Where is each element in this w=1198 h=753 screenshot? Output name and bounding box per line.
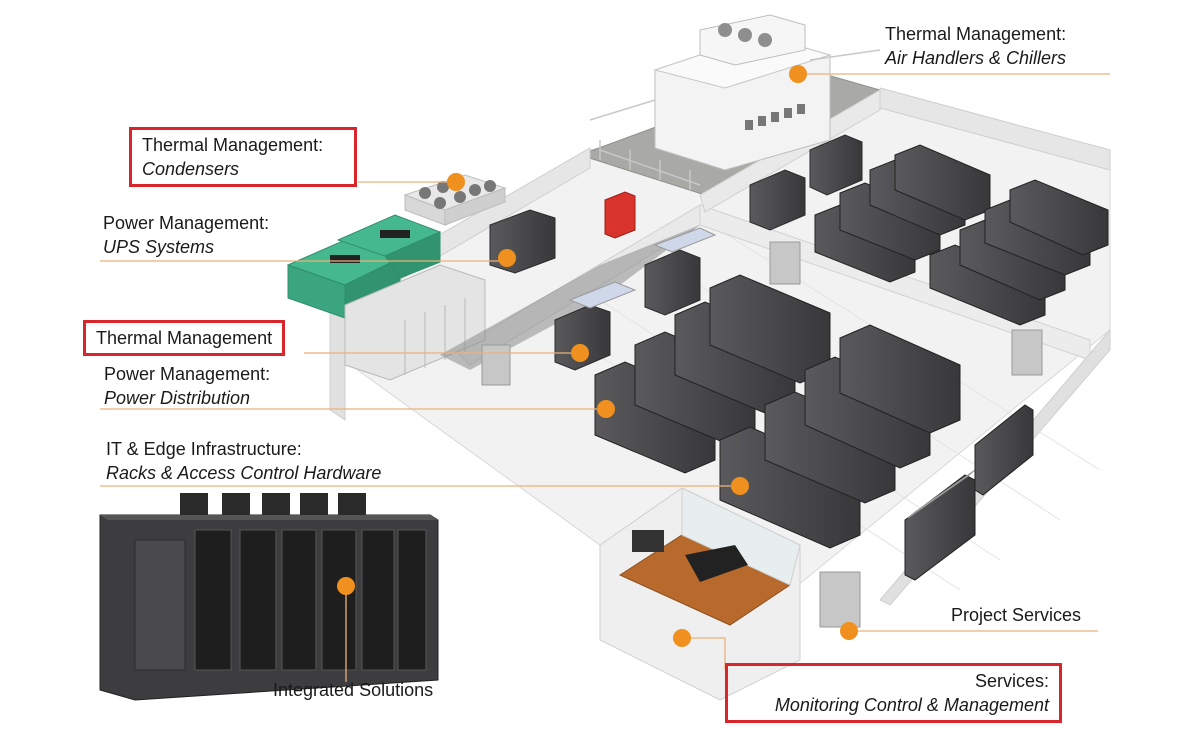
label-services: Services: Monitoring Control & Managemen… [725, 663, 1062, 723]
marker-air-handlers [789, 65, 807, 83]
marker-condensers [447, 173, 465, 191]
label-project-services: Project Services [951, 603, 1081, 627]
label-thermal: Thermal Management [83, 320, 286, 356]
perimeter-cooling-units [904, 404, 1034, 581]
label-air-handlers-title: Thermal Management: [885, 24, 1067, 44]
cooling-units [554, 134, 863, 371]
generators [286, 214, 442, 319]
label-power-distribution-title: Power Management: [104, 364, 271, 384]
label-power-distribution: Power Management: Power Distribution [104, 362, 270, 410]
fire-suppression-unit [604, 191, 636, 239]
server-racks-back-hall [814, 144, 1109, 326]
label-air-handlers: Thermal Management: Air Handlers & Chill… [885, 22, 1066, 70]
label-racks-subtitle: Racks & Access Control Hardware [106, 463, 382, 483]
label-ups: Power Management: UPS Systems [103, 211, 269, 259]
label-services-title: Services: [974, 671, 1049, 691]
label-integrated-title: Integrated Solutions [273, 680, 434, 700]
markers [337, 65, 858, 647]
control-room [599, 487, 801, 701]
label-power-distribution-subtitle: Power Distribution [104, 388, 251, 408]
roof-railing [589, 49, 881, 190]
marker-services [673, 629, 691, 647]
label-condensers-subtitle: Condensers [142, 159, 240, 179]
label-thermal-title: Thermal Management [96, 328, 273, 348]
marker-power-distribution [597, 400, 615, 418]
label-project-services-title: Project Services [951, 605, 1082, 625]
marker-integrated [337, 577, 355, 595]
label-condensers-title: Thermal Management: [142, 135, 324, 155]
marker-project-services [840, 622, 858, 640]
marker-thermal [571, 344, 589, 362]
label-services-subtitle: Monitoring Control & Management [774, 695, 1049, 715]
marker-racks [731, 477, 749, 495]
leader-lines [100, 73, 1110, 682]
label-air-handlers-subtitle: Air Handlers & Chillers [885, 48, 1067, 68]
label-ups-subtitle: UPS Systems [103, 237, 215, 257]
label-racks: IT & Edge Infrastructure: Racks & Access… [106, 437, 381, 485]
label-condensers: Thermal Management: Condensers [129, 127, 357, 187]
air-handler-unit [653, 14, 832, 171]
condenser-units [403, 174, 507, 226]
label-racks-title: IT & Edge Infrastructure: [106, 439, 302, 459]
front-wall [329, 298, 346, 421]
label-ups-title: Power Management: [103, 213, 270, 233]
marker-ups [498, 249, 516, 267]
server-racks-main-hall [594, 274, 961, 549]
label-integrated: Integrated Solutions [273, 678, 433, 702]
electrical-room-floor [440, 225, 700, 370]
integrated-solutions-product [99, 493, 439, 701]
